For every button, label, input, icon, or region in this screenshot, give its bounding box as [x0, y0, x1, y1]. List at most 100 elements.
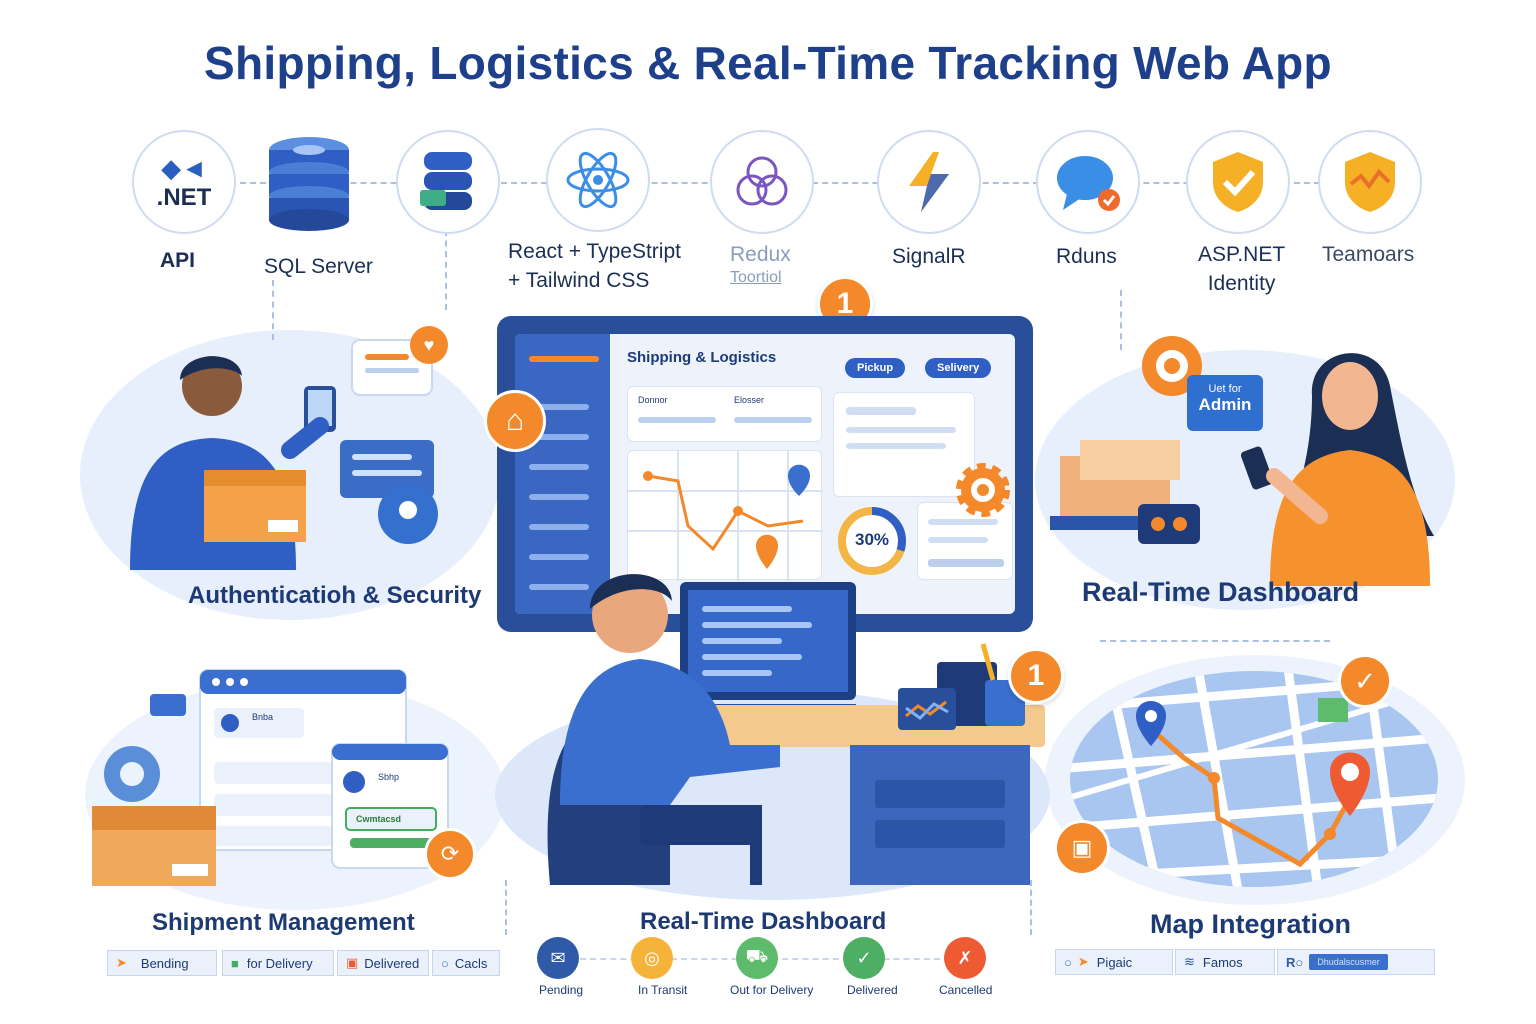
connector-h-right	[1100, 640, 1330, 642]
status-out-for-delivery-label: Out for Delivery	[730, 983, 814, 997]
tech-label-identity: ASP.NET Identity	[1198, 240, 1285, 298]
legend-cacls-label: Cacls	[454, 955, 488, 971]
shield-check-icon	[1213, 152, 1263, 212]
tech-label-identity-line1: ASP.NET	[1198, 243, 1286, 266]
status-out-for-delivery-truck-icon: ⛟	[736, 937, 778, 979]
step-badge-desk: 1	[1008, 648, 1064, 704]
monitor: Shipping & Logistics Pickup Selivery Don…	[497, 316, 1033, 632]
redux-icon	[736, 156, 788, 206]
table-col-1: Donnor	[638, 395, 668, 405]
tech-label-react: React + TypeStript + Tailwind CSS	[508, 237, 681, 295]
connector-v2	[445, 230, 447, 310]
status-pending-label: Pending	[539, 983, 584, 997]
tech-label-sql: SQL Server	[264, 255, 373, 278]
map-box-icon: ▣	[1054, 820, 1110, 876]
lightning-icon	[909, 152, 949, 212]
status-delivered-label: Delivered	[847, 983, 898, 997]
status-pending-envelope-icon: ✉	[537, 937, 579, 979]
legend-chip-cacls: ○ Cacls	[432, 950, 500, 976]
screen-title: Shipping & Logistics	[627, 349, 777, 366]
status-delivered-check-icon: ✓	[843, 937, 885, 979]
section-auth: Authenticatioh & Security	[188, 582, 482, 609]
tech-label-redux: Redux Toortiol	[730, 240, 791, 287]
shipment-item-label: Bnba	[252, 712, 274, 722]
admin-bubble-line2: Admin	[1198, 395, 1252, 414]
tech-teamoars	[1318, 130, 1422, 234]
tech-label-signalr: SignalR	[892, 245, 966, 268]
tech-identity	[1186, 130, 1290, 234]
legend-pigaic-label: Pigaic	[1096, 954, 1133, 970]
tech-redux	[710, 130, 814, 234]
summary-card	[833, 392, 975, 497]
admin-illustration	[1050, 336, 1450, 586]
legend-chip-pigaic: ○ ➤ Pigaic	[1055, 949, 1173, 975]
tech-label-identity-line2: Identity	[1207, 272, 1276, 295]
connector-v-bottom-left	[505, 880, 507, 935]
shipment-chip-label: Cwmtacsd	[356, 814, 402, 824]
tech-server	[396, 130, 500, 234]
status-in-transit-label: In Transit	[638, 983, 688, 997]
pickup-pill[interactable]: Pickup	[845, 358, 906, 378]
tech-label-react-line2: + Tailwind CSS	[508, 269, 650, 292]
tech-rduns	[1036, 130, 1140, 234]
table-col-2: Elosser	[734, 395, 765, 405]
legend-for-delivery-label: for Delivery	[246, 955, 313, 971]
legend-arrow-icon: ➤	[1077, 954, 1089, 969]
database-icon	[268, 136, 350, 232]
tech-label-redux-line2: Toortiol	[730, 269, 782, 286]
home-badge-icon: ⌂	[484, 390, 546, 452]
shield-wave-icon	[1345, 152, 1395, 212]
section-dashboard-right: Real-Time Dashboard	[1082, 577, 1360, 607]
status-cancelled-icon: ✗	[944, 937, 986, 979]
legend-chip-famos: ≋ Famos	[1175, 949, 1275, 975]
legend-route-icon: ≋	[1184, 954, 1195, 969]
dotnet-icon: .NET	[156, 183, 212, 211]
legend-circle-icon: ○	[1064, 954, 1072, 970]
gear-icon	[951, 458, 1015, 522]
legend-cancel-icon: ○	[441, 955, 449, 971]
dashboard-screen: Shipping & Logistics Pickup Selivery Don…	[515, 334, 1015, 614]
legend-box-icon: ▣	[346, 955, 359, 970]
tech-label-rduns: Rduns	[1056, 245, 1117, 268]
tech-label-redux-line1: Redux	[730, 243, 791, 266]
server-stack-icon	[420, 152, 472, 210]
legend-truck-icon: ■	[231, 955, 239, 971]
status-cancelled-label: Cancelled	[939, 983, 993, 997]
shipment-card-title: Sbhp	[378, 772, 400, 782]
map-check-icon: ✓	[1338, 654, 1392, 708]
delivery-pill[interactable]: Selivery	[925, 358, 992, 378]
tech-label-react-line1: React + TypeStript	[508, 240, 681, 263]
mini-chart-card	[898, 688, 956, 730]
map-illustration	[1068, 668, 1440, 890]
status-in-transit-target-icon: ◎	[631, 937, 673, 979]
connector-v3	[1120, 290, 1122, 350]
legend-search-icon: R○	[1286, 954, 1304, 970]
legend-famos-label: Famos	[1202, 954, 1243, 970]
legend-chip-bending: ➤ Bending	[107, 950, 217, 976]
map-route-card	[627, 450, 823, 581]
refresh-badge-icon: ⟳	[424, 828, 476, 880]
legend-chip-search[interactable]: R○ Dhudalscusmer	[1277, 949, 1435, 975]
admin-bubble: Uet for Admin	[1187, 375, 1263, 431]
shipment-illustration	[92, 668, 492, 888]
auth-illustration	[120, 330, 480, 580]
section-shipment: Shipment Management	[152, 909, 415, 936]
section-dashboard-bottom: Real-Time Dashboard	[640, 908, 887, 935]
tech-label-teamoars: Teamoars	[1322, 243, 1415, 266]
react-atom-icon	[566, 151, 630, 209]
heart-badge-icon: ♥	[410, 326, 448, 364]
tech-dotnet: ◆◄ .NET	[132, 130, 236, 234]
drawer-1	[875, 780, 1005, 808]
developer-person	[520, 555, 820, 890]
legend-delivered-label: Delivered	[364, 955, 420, 971]
legend-bending-icon: ➤	[116, 955, 127, 970]
legend-chip-for-delivery: ■ for Delivery	[222, 950, 334, 976]
detail-card	[917, 502, 1013, 580]
legend-bending-label: Bending	[140, 955, 189, 971]
progress-ring: 30%	[835, 504, 909, 578]
tech-react	[546, 128, 650, 232]
chat-bubble-icon	[1057, 156, 1120, 211]
connector-v1	[272, 280, 274, 340]
legend-search-field: Dhudalscusmer	[1309, 954, 1388, 970]
page-title: Shipping, Logistics & Real-Time Tracking…	[204, 37, 1332, 89]
